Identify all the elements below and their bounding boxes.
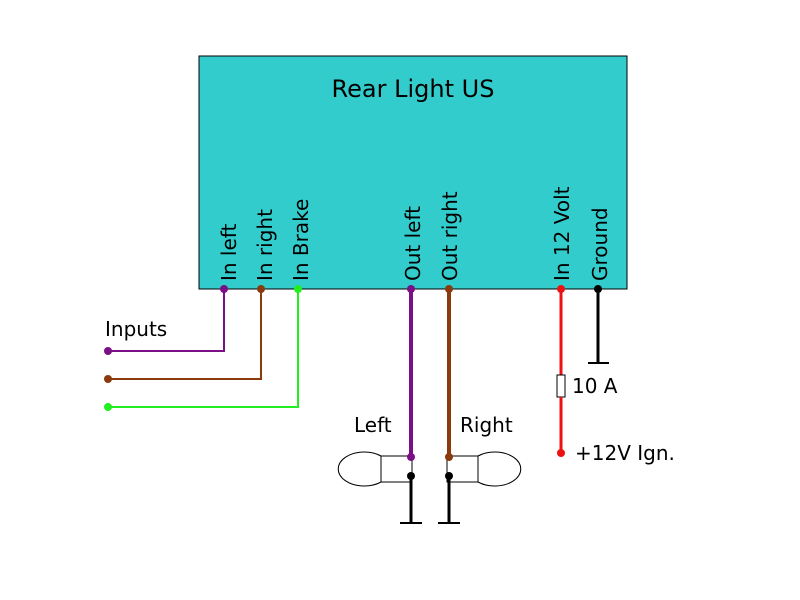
bulb-left-icon [337, 451, 382, 487]
pin-label-out-right: Out right [438, 191, 462, 281]
module-title: Rear Light US [332, 75, 495, 103]
pin-dot-in-brake [294, 285, 302, 293]
input-terminal-left [104, 347, 112, 355]
lamp-left-terminal [407, 453, 415, 461]
pin-dot-out-right [445, 285, 453, 293]
pin-dot-in-12-volt [557, 285, 565, 293]
input-terminal-brake [104, 403, 112, 411]
wire-in-brake [108, 289, 299, 408]
pin-dot-in-left [220, 285, 228, 293]
bulb-right-icon [477, 451, 522, 487]
pin-dot-in-right [257, 285, 265, 293]
lamp-right [446, 451, 522, 487]
socket-right [446, 455, 479, 483]
lamp-left [337, 451, 413, 487]
fuse-icon [556, 374, 566, 398]
lamp-right-ground-dot [445, 472, 453, 480]
wire-in-right [108, 289, 262, 380]
lamp-right-terminal [445, 453, 453, 461]
pin-label-in-12-volt: In 12 Volt [550, 186, 574, 281]
fuse-rating-label: 10 A [572, 374, 618, 398]
pin-label-in-brake: In Brake [289, 199, 313, 281]
rear-light-module [198, 55, 628, 290]
pin-label-ground: Ground [588, 207, 612, 281]
supply-label: +12V Ign. [575, 441, 675, 465]
supply-terminal [557, 449, 565, 457]
pin-label-out-left: Out left [401, 206, 425, 281]
socket-left [380, 455, 413, 483]
pin-dot-ground [594, 285, 602, 293]
lamp-left-ground-dot [407, 472, 415, 480]
inputs-label: Inputs [105, 317, 167, 341]
pin-label-in-left: In left [217, 224, 241, 281]
pin-dot-out-left [407, 285, 415, 293]
input-terminal-right [104, 375, 112, 383]
wire-in-left [108, 289, 225, 352]
lamp-left-label: Left [354, 413, 392, 437]
pin-label-in-right: In right [253, 209, 277, 281]
lamp-right-label: Right [460, 413, 513, 437]
